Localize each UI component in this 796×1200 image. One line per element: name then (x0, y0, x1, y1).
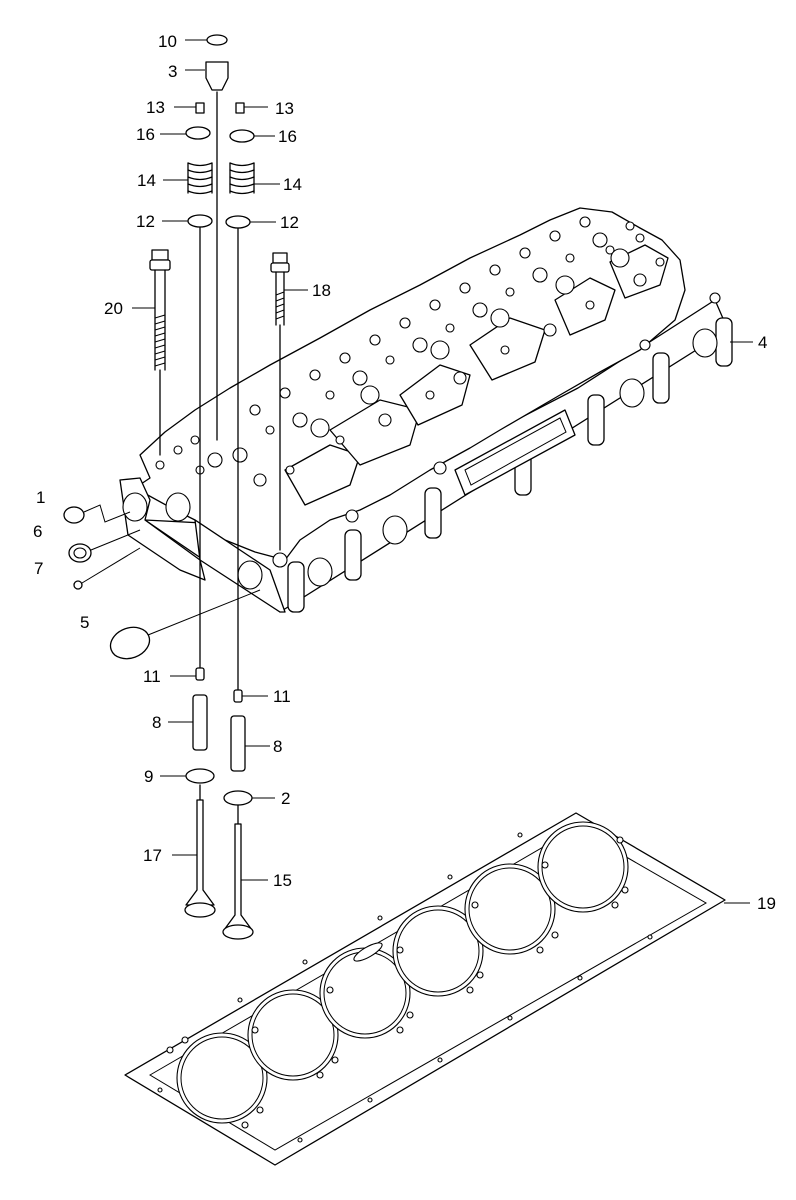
callout-11-right: 11 (273, 687, 291, 706)
plug-bushing (68, 543, 92, 563)
callout-11-left: 11 (143, 667, 161, 686)
callout-8-left: 8 (152, 713, 161, 732)
cap-seal (206, 34, 228, 46)
head-bolt-long (149, 249, 171, 456)
valve-spring-right (229, 162, 255, 195)
callout-16-left: 16 (136, 125, 155, 144)
callout-2: 2 (281, 789, 290, 808)
valve-keeper (195, 102, 205, 114)
cylinder-head (119, 207, 733, 613)
callout-12-right: 12 (280, 213, 299, 232)
callout-7: 7 (34, 559, 43, 578)
exhaust-valve (223, 823, 253, 931)
core-plug (109, 626, 151, 660)
spring-seat-right (225, 215, 251, 229)
callout-5: 5 (80, 613, 89, 632)
valve-spring (187, 162, 213, 195)
callout-20: 20 (104, 299, 123, 318)
callout-14-left: 14 (137, 171, 156, 190)
head-bolt-short (270, 252, 290, 551)
stem-seal-right (233, 689, 243, 703)
right-valve-stack (222, 102, 255, 940)
callout-9: 9 (144, 767, 153, 786)
spring-retainer (185, 126, 211, 140)
valve-guide (192, 694, 208, 751)
head-gasket (124, 812, 726, 1166)
callout-18: 18 (312, 281, 331, 300)
callout-8-right: 8 (273, 737, 282, 756)
callout-12-left: 12 (136, 212, 155, 231)
callout-17: 17 (143, 846, 162, 865)
spring-retainer-right (229, 129, 255, 143)
callout-4: 4 (758, 333, 767, 352)
intake-valve (185, 799, 215, 906)
callout-19: 19 (757, 894, 776, 913)
left-valve-stack (184, 34, 229, 918)
spring-seat (187, 214, 213, 228)
callout-3: 3 (168, 62, 177, 81)
small-plug (73, 580, 83, 590)
valve-seat-insert (185, 768, 215, 784)
callout-13-left: 13 (146, 98, 165, 117)
valve-keeper-right (235, 102, 245, 114)
callout-14-right: 14 (283, 175, 302, 194)
valve-cap (205, 61, 229, 91)
callout-10: 10 (158, 32, 177, 51)
callout-1: 1 (36, 488, 45, 507)
valve-seat-insert-right (223, 790, 253, 806)
callout-15: 15 (273, 871, 292, 890)
expansion-plug (63, 506, 85, 524)
callout-13-right: 13 (275, 99, 294, 118)
callout-6: 6 (33, 522, 42, 541)
valve-guide-right (230, 715, 246, 772)
stem-seal (195, 667, 205, 681)
callout-16-right: 16 (278, 127, 297, 146)
